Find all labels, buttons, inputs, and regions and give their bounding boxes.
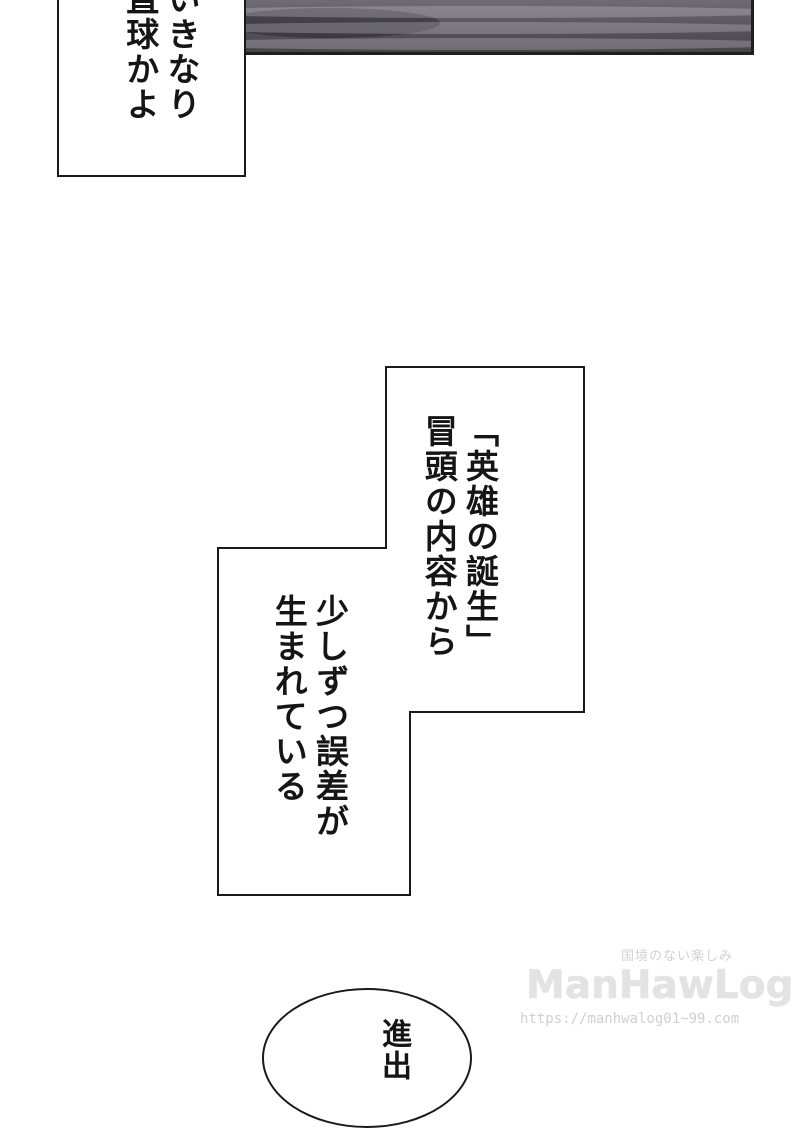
watermark-logo: ManHawLog <box>526 963 794 1008</box>
panel-highlight-stripe <box>180 6 751 18</box>
comic-panel-artwork <box>180 0 754 55</box>
caption-box-top: いきなり 直球かよ <box>57 0 246 177</box>
narration-right-text: 「英雄の誕生」 冒頭の内容から <box>419 414 500 659</box>
panel-highlight-stripe <box>180 22 751 34</box>
watermark-url: https://manhwalog01~99.com <box>520 1011 740 1027</box>
panel-highlight-stripe <box>180 38 751 50</box>
panel-shadow-shape <box>220 8 440 38</box>
watermark: 国境のない楽しみ ManHawLog https://manhwalog01~9… <box>520 945 795 1030</box>
speech-bubble-text: 進出 <box>376 1018 411 1082</box>
narration-left-text: 少しずつ誤差が 生まれている <box>269 594 350 839</box>
speech-bubble: 進出 <box>262 988 472 1128</box>
caption-top-text: いきなり 直球かよ <box>120 0 201 122</box>
watermark-tagline: 国境のない楽しみ <box>620 949 733 964</box>
